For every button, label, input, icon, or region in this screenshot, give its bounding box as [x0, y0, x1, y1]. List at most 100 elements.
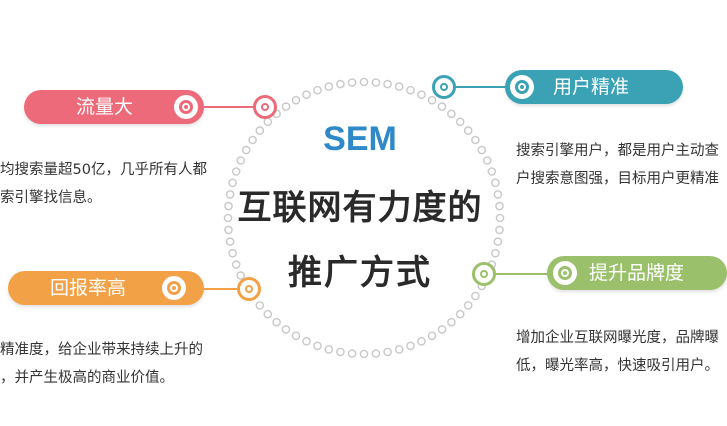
ring-dot	[302, 90, 311, 99]
ring-dot	[455, 309, 465, 319]
ring-dot	[383, 79, 392, 89]
ring-dot	[336, 347, 345, 357]
pill-traffic: 流量大	[24, 90, 204, 124]
desc-line: 均搜索量超50亿，几乎所有人都	[0, 162, 207, 178]
center-title-line1: 互联网有力度的	[237, 188, 483, 228]
ring-dot	[359, 349, 369, 359]
ring-dot	[477, 145, 487, 155]
desc-line: 搜索引擎用户，都是用户主动查	[516, 143, 719, 159]
ring-dot	[471, 135, 480, 145]
ring-dot	[417, 90, 426, 99]
ring-dot	[231, 167, 241, 176]
connector-line	[455, 86, 507, 88]
ring-dot	[272, 317, 281, 327]
ring-dot	[313, 85, 322, 95]
target-icon	[553, 261, 577, 285]
ring-dot	[281, 325, 291, 334]
ring-dot	[455, 117, 465, 127]
target-icon	[174, 95, 198, 119]
ring-dot	[248, 135, 257, 145]
connector-line	[204, 106, 254, 108]
ring-dot	[255, 126, 265, 135]
desc-line: 低，曝光率高，快速吸引用户。	[516, 358, 719, 374]
connector-node-icon	[253, 95, 277, 119]
ring-dot	[255, 301, 265, 310]
ring-dot	[495, 225, 504, 235]
ring-dot	[313, 341, 322, 351]
ring-dot	[495, 201, 504, 211]
connector-node-icon	[432, 75, 456, 99]
center-title-sem: SEM	[323, 120, 397, 158]
ring-dot	[291, 331, 301, 341]
ring-dot	[493, 190, 503, 199]
desc-precise-users: 搜索引擎用户，都是用户主动查 户搜索意图强，目标用户更精准	[516, 137, 719, 193]
ring-dot	[447, 109, 456, 119]
ring-dot	[371, 349, 381, 358]
ring-dot	[281, 102, 291, 111]
ring-dot	[228, 178, 237, 188]
connector-node-icon	[237, 277, 261, 301]
desc-line: 增加企业互联网曝光度，品牌曝	[516, 330, 719, 346]
desc-brand: 增加企业互联网曝光度，品牌曝 低，曝光率高，快速吸引用户。	[516, 324, 719, 380]
ring-dot	[224, 201, 233, 211]
ring-dot	[359, 77, 369, 87]
ring-dot	[224, 225, 233, 235]
ring-dot	[437, 325, 447, 334]
desc-high-return: 精准度，给企业带来持续上升的 ，并产生极高的商业价值。	[0, 336, 203, 392]
desc-line: 索引擎找信息。	[0, 190, 102, 206]
pill-traffic-label: 流量大	[76, 96, 134, 118]
ring-dot	[336, 79, 345, 89]
ring-dot	[371, 78, 381, 87]
pill-precise-users-label: 用户精准	[553, 76, 630, 98]
ring-dot	[463, 301, 473, 310]
ring-dot	[491, 248, 500, 258]
ring-dot	[228, 248, 237, 258]
target-icon	[510, 75, 534, 99]
ring-dot	[324, 82, 334, 91]
ring-dot	[482, 156, 492, 165]
ring-dot	[223, 213, 233, 223]
desc-traffic: 均搜索量超50亿，几乎所有人都 索引擎找信息。	[0, 156, 207, 212]
ring-dot	[427, 95, 437, 105]
center-title-line2: 推广方式	[288, 253, 432, 293]
ring-dot	[487, 167, 497, 176]
ring-dot	[417, 336, 426, 346]
ring-dot	[263, 309, 273, 319]
ring-dot	[463, 126, 473, 135]
ring-dot	[491, 178, 500, 188]
connector-line	[494, 273, 549, 275]
ring-dot	[383, 347, 392, 357]
ring-dot	[394, 82, 404, 91]
ring-dot	[406, 341, 415, 351]
ring-dot	[471, 291, 480, 301]
ring-dot	[347, 78, 357, 87]
ring-dot	[225, 237, 235, 246]
pill-brand-label: 提升品牌度	[589, 262, 685, 284]
desc-line: 户搜索意图强，目标用户更精准	[516, 171, 719, 187]
ring-dot	[495, 213, 505, 223]
target-icon	[162, 276, 186, 300]
ring-dot	[347, 349, 357, 358]
connector-line	[204, 288, 238, 290]
pill-brand: 提升品牌度	[547, 256, 727, 290]
desc-line: 精准度，给企业带来持续上升的	[0, 342, 203, 358]
ring-dot	[437, 102, 447, 111]
connector-node-icon	[472, 262, 496, 286]
ring-dot	[241, 145, 251, 155]
ring-dot	[493, 237, 503, 246]
ring-dot	[231, 260, 241, 269]
ring-dot	[394, 345, 404, 354]
ring-dot	[406, 85, 415, 95]
ring-dot	[302, 336, 311, 346]
ring-dot	[324, 345, 334, 354]
pill-precise-users: 用户精准	[505, 70, 683, 104]
ring-dot	[427, 331, 437, 341]
ring-dot	[236, 156, 245, 165]
pill-high-return: 回报率高	[8, 271, 204, 305]
ring-dot	[291, 95, 301, 105]
ring-dot	[447, 317, 456, 327]
pill-high-return-label: 回报率高	[50, 277, 127, 299]
desc-line: ，并产生极高的商业价值。	[0, 370, 174, 386]
ring-dot	[225, 190, 235, 199]
